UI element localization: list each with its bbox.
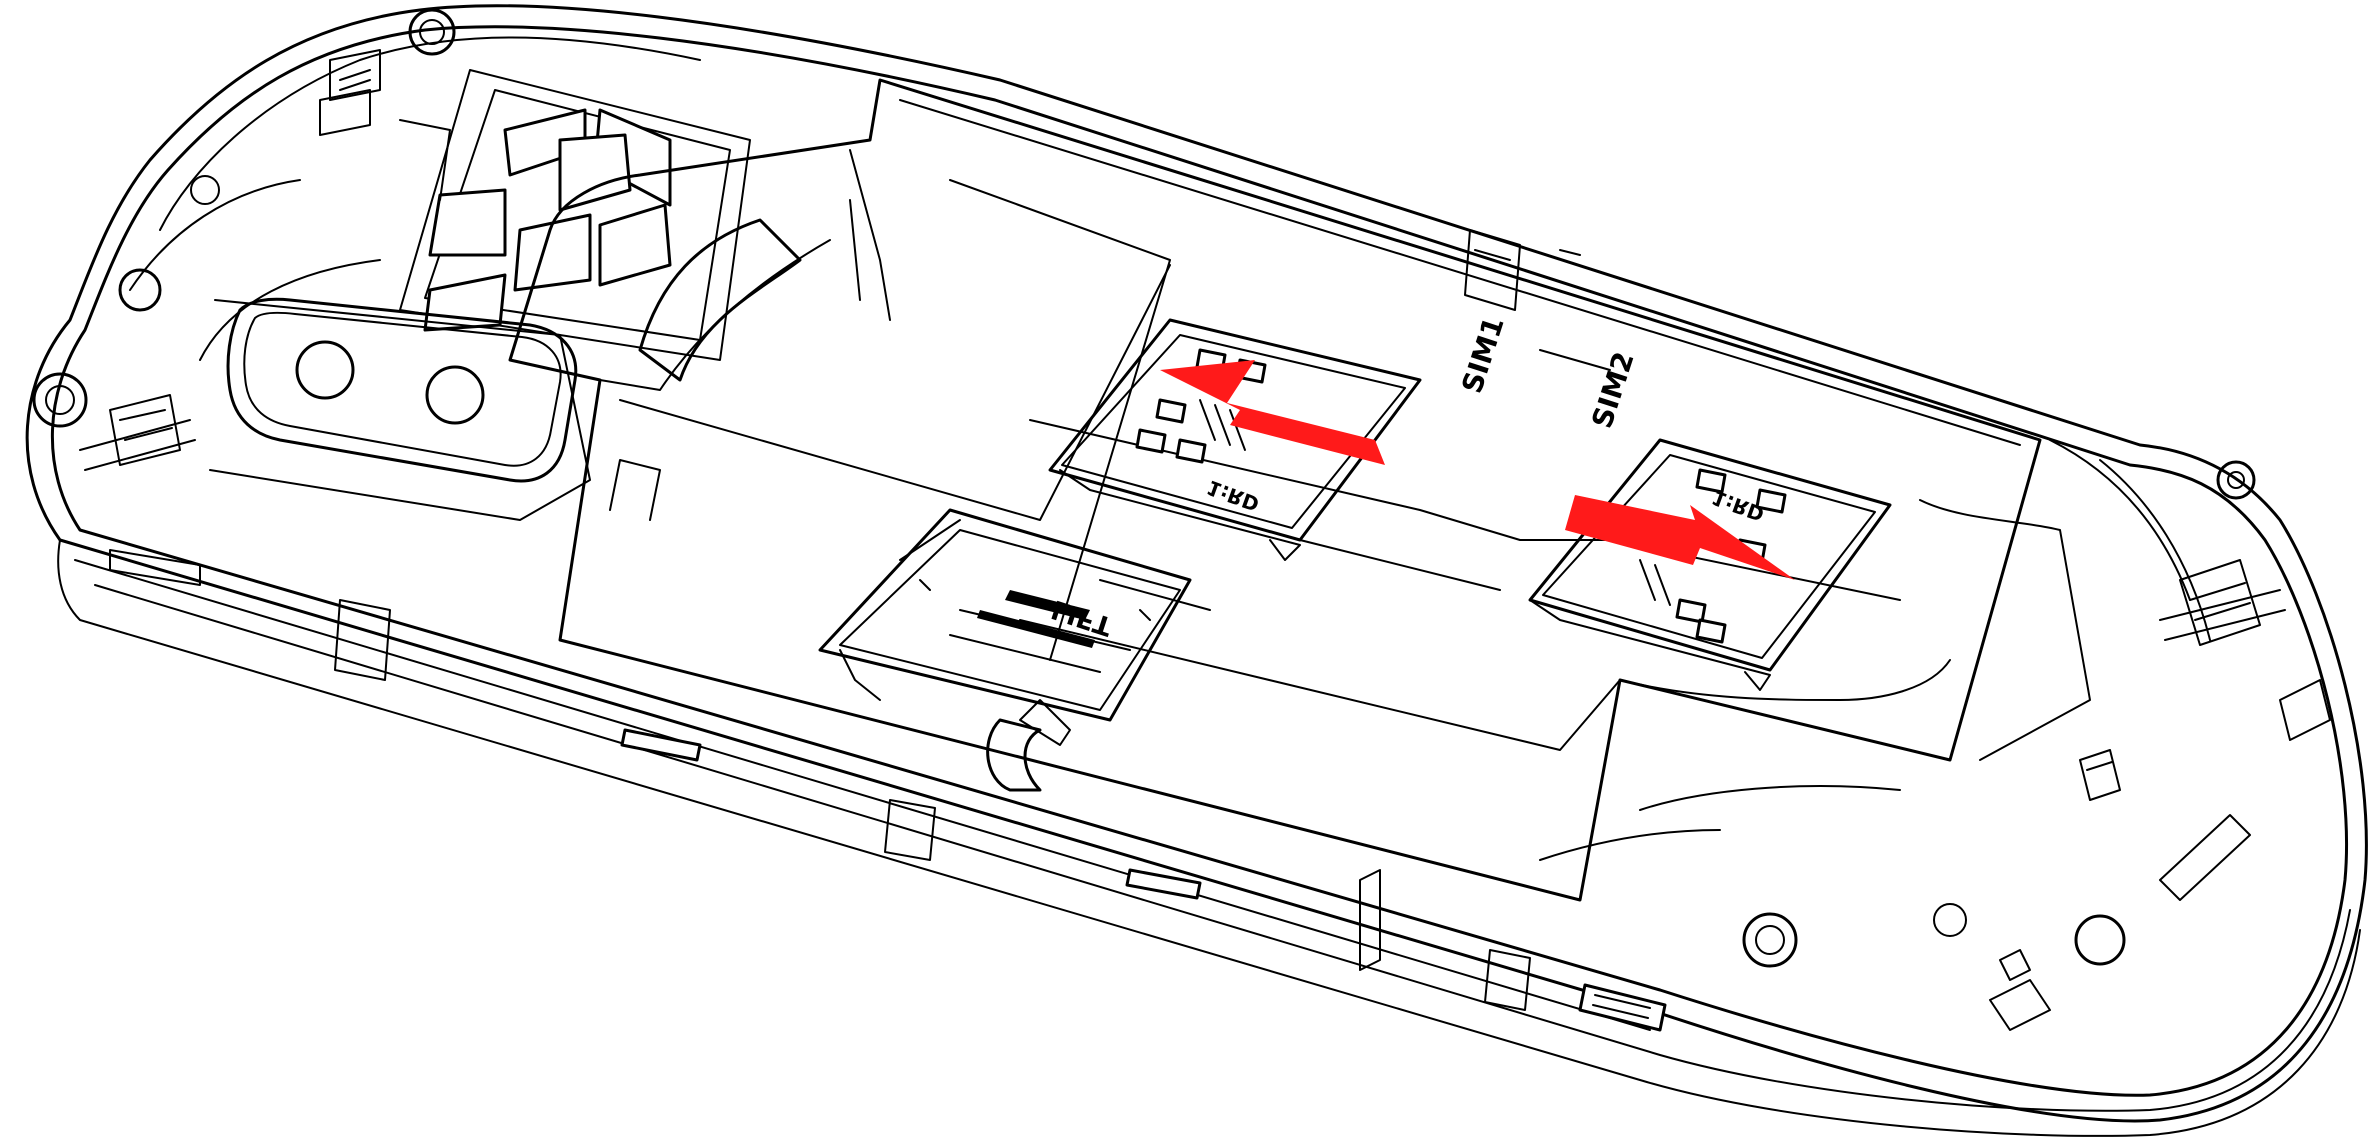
bottom-edge-ports bbox=[334, 599, 2051, 1032]
speaker-grille bbox=[399, 69, 751, 361]
sim1-tray-marking: 1:RD bbox=[1204, 475, 1263, 516]
sim2-label: SIM2 bbox=[1585, 348, 1640, 432]
sim1-label: SIM1 bbox=[1455, 313, 1510, 397]
sim1-insert-arrow bbox=[1160, 360, 1385, 465]
usb-port bbox=[1578, 983, 1667, 1032]
top-left-structure bbox=[32, 8, 701, 586]
camera-lens-icon bbox=[295, 340, 355, 400]
memory-card-slot: LIFT bbox=[818, 508, 1192, 792]
port-slot-left bbox=[620, 728, 702, 762]
battery-compartment bbox=[508, 78, 2091, 902]
flash-icon bbox=[425, 365, 485, 425]
camera-module bbox=[209, 297, 591, 521]
right-end-structure bbox=[1539, 439, 2331, 981]
insertion-arrows bbox=[1160, 360, 1795, 580]
phone-body bbox=[25, 4, 2368, 1137]
port-slot-middle bbox=[1125, 868, 1202, 900]
sim2-insert-arrow bbox=[1565, 495, 1795, 580]
